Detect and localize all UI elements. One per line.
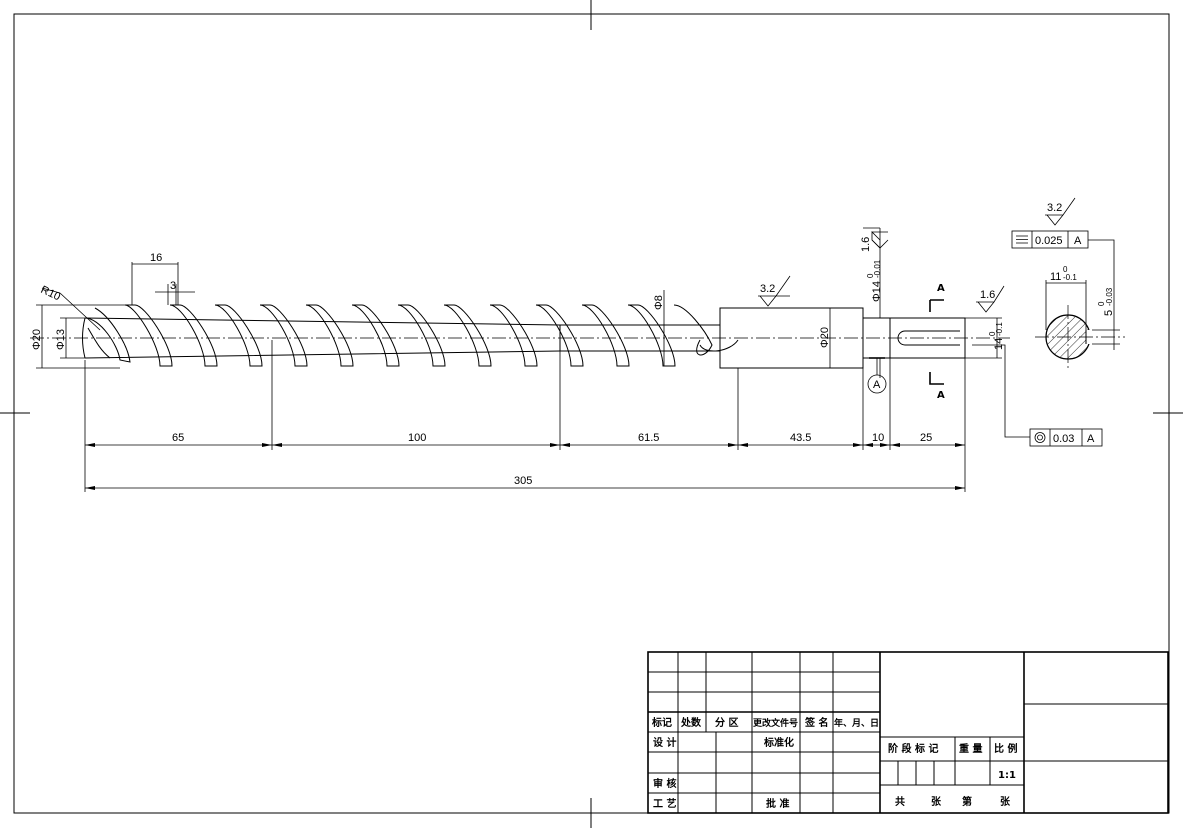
tb-sheets2: 张 (1000, 795, 1011, 808)
dim-section-11-tol-lower: -0.1 (1063, 273, 1077, 282)
dimension-text: R10 Φ20 Φ13 16 3 Φ8 Φ20 Φ14 0 -0.01 14 0… (31, 252, 1005, 487)
dim-d13: Φ13 (55, 329, 67, 350)
section-marks: A A (929, 283, 945, 401)
tb-sign: 签 名 (804, 716, 828, 729)
dim-10: 10 (872, 432, 884, 444)
tb-approve: 批 准 (766, 797, 789, 810)
datum-feature: A (867, 357, 887, 394)
surface-finish-3: 1.6 (980, 289, 995, 301)
dim-61-5: 61.5 (638, 432, 659, 444)
dim-100: 100 (408, 432, 426, 444)
dim-d14-tol-lower: -0.01 (873, 259, 882, 278)
concentricity-value: 0.03 (1053, 433, 1074, 445)
tb-sheets1: 张 (931, 795, 942, 808)
tb-mark: 标记 (651, 716, 672, 729)
shaft-view (30, 304, 1010, 369)
dim-d20-right: Φ20 (819, 327, 831, 348)
tb-zone: 分 区 (715, 716, 738, 729)
symmetry-datum: A (1074, 235, 1082, 247)
tb-process: 工 艺 (653, 797, 676, 810)
surface-finish-2: 1.6 (860, 237, 872, 252)
dim-d14-tol-upper: 0 (866, 273, 875, 278)
dim-65: 65 (172, 432, 184, 444)
tb-stage-mark: 阶 段 标 记 (888, 742, 938, 755)
surface-finish-1: 3.2 (760, 283, 775, 295)
surface-finish-4: 3.2 (1047, 202, 1062, 214)
title-block: 标记 处数 分 区 更改文件号 签 名 年、月、日 设 计 标准化 审 核 工 … (647, 651, 1169, 814)
tb-standardize: 标准化 (763, 736, 794, 749)
dim-key-14: 14 (993, 338, 1005, 350)
dim-25: 25 (920, 432, 932, 444)
section-mark-bottom: A (937, 390, 945, 401)
dim-d8: Φ8 (653, 295, 665, 310)
dim-section-5-tol-upper: 0 (1097, 301, 1106, 306)
tb-weight: 重 量 (959, 742, 982, 755)
dim-section-5: 5 (1103, 310, 1115, 316)
datum-a: A (873, 379, 881, 391)
dim-key-14-tol-lower: -0.1 (995, 322, 1004, 336)
tb-count: 处数 (680, 716, 702, 729)
tb-page: 第 (962, 795, 972, 808)
tb-scale: 1:1 (998, 770, 1016, 781)
tb-ratio: 比 例 (994, 742, 1017, 755)
dim-305: 305 (514, 475, 532, 487)
symmetry-value: 0.025 (1035, 235, 1063, 247)
tb-docno: 更改文件号 (753, 717, 798, 729)
helical-flights (84, 304, 739, 367)
section-mark-top: A (937, 283, 945, 294)
surface-finish-marks: 3.2 1.6 1.6 3.2 (758, 197, 1076, 313)
dim-r10: R10 (39, 284, 62, 303)
dim-section-11: 11 (1050, 271, 1061, 283)
dim-key-14-tol-upper: 0 (988, 331, 997, 336)
tb-total: 共 (895, 795, 905, 808)
dim-d14: Φ14 (871, 281, 883, 302)
concentricity-frame: 0.03 A (972, 344, 1103, 447)
dim-section-5-tol-lower: -0.03 (1105, 287, 1114, 306)
dimension-lines (36, 227, 1002, 492)
dim-d20-left: Φ20 (31, 329, 43, 350)
dim-3: 3 (170, 280, 176, 292)
tb-date: 年、月、日 (834, 717, 879, 729)
section-view: 11 0 -0.1 5 0 -0.03 0.025 A (1011, 230, 1125, 370)
dim-43-5: 43.5 (790, 432, 811, 444)
concentricity-datum: A (1087, 433, 1095, 445)
tb-review: 审 核 (653, 777, 676, 790)
dim-16: 16 (150, 252, 162, 264)
dim-section-11-tol-upper: 0 (1063, 265, 1068, 274)
tb-design: 设 计 (653, 736, 676, 749)
